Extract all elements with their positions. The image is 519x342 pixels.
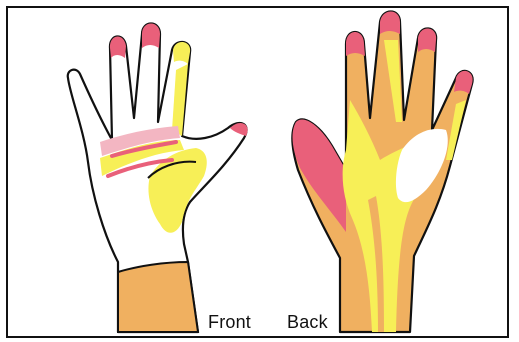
front-middle-tip (142, 24, 160, 49)
back-hand (292, 12, 472, 333)
front-ring-tip (173, 42, 190, 64)
front-index-tip (110, 36, 126, 58)
back-ring-tip (418, 28, 436, 52)
front-hand (68, 24, 248, 333)
front-wrist (118, 262, 198, 332)
front-label: Front (208, 312, 251, 333)
back-label: Back (287, 312, 328, 333)
